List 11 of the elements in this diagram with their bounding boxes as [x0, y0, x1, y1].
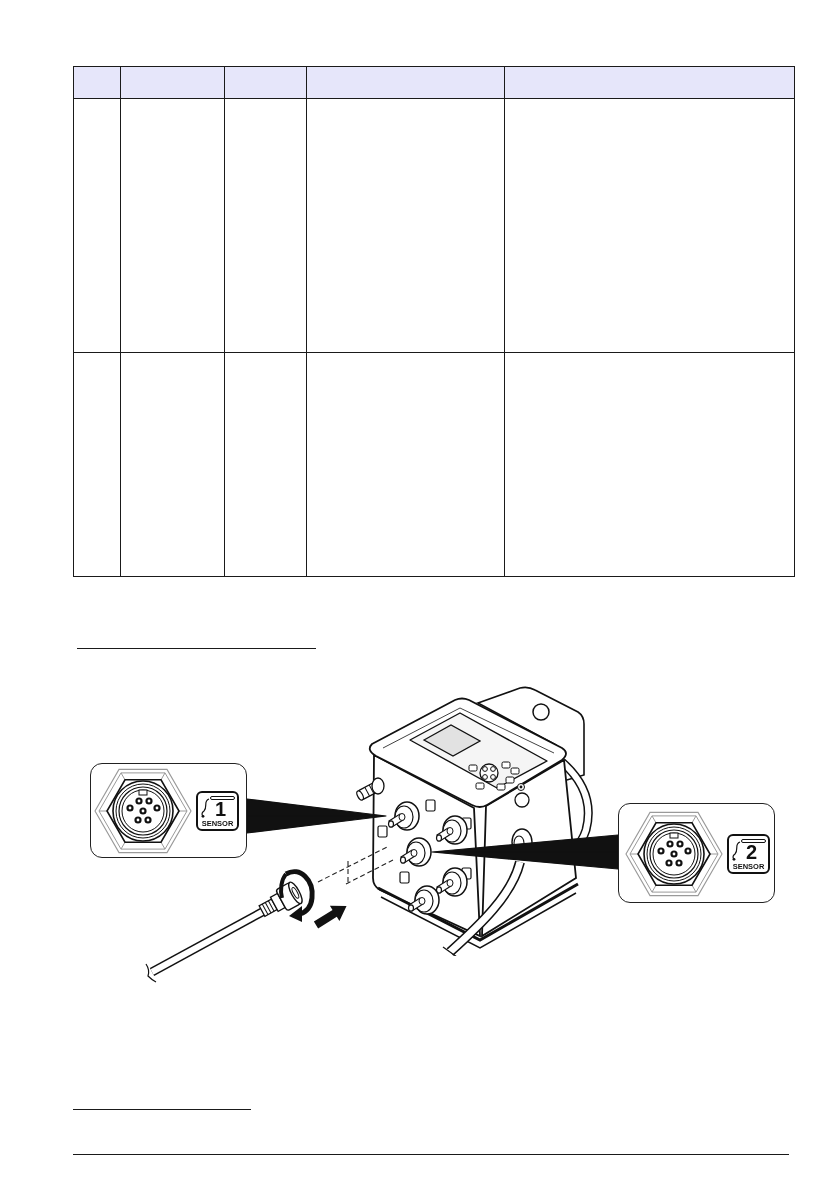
port-number: 1	[215, 799, 227, 819]
detail-inset	[90, 763, 247, 858]
connector-port	[398, 836, 432, 868]
zoom-wedge	[246, 798, 387, 834]
connector-port	[406, 884, 440, 916]
connector-port	[434, 814, 468, 846]
connector-port	[386, 800, 420, 832]
port-number: 2	[746, 842, 758, 862]
detail-inset	[618, 803, 775, 903]
connector-port	[434, 866, 468, 898]
zoom-wedge	[431, 834, 619, 870]
